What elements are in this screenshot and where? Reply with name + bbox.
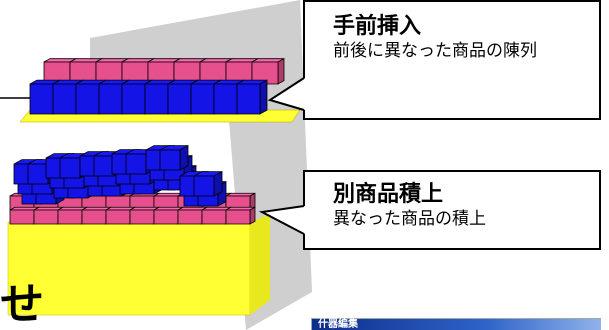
lower-pink-box bbox=[225, 206, 256, 225]
upper-back-box bbox=[251, 58, 285, 85]
lower-blue-box-front bbox=[93, 155, 115, 177]
lower-blue-products bbox=[13, 144, 227, 207]
lower-base-side bbox=[250, 214, 270, 315]
upper-front-box-front bbox=[236, 83, 261, 115]
callout-stack: 別商品積上 異なった商品の積上 bbox=[303, 170, 601, 250]
lower-blue-box-front bbox=[159, 149, 181, 171]
callout-stack-body: 異なった商品の積上 bbox=[333, 209, 486, 229]
lower-blue-box-front bbox=[59, 157, 81, 179]
callout-stack-title: 別商品積上 bbox=[333, 182, 444, 207]
page-edge-character: せ bbox=[0, 279, 44, 330]
dialog-title: 什器編集 bbox=[318, 319, 358, 330]
dialog-window-titlebar[interactable]: 什器編集 bbox=[311, 318, 601, 330]
lower-pink-box-front bbox=[225, 209, 251, 225]
upper-front-products bbox=[29, 79, 268, 115]
callout-front-insert: 手前挿入 前後に異なった商品の陳列 bbox=[303, 0, 601, 120]
upper-back-box-front bbox=[251, 61, 279, 85]
callout-stack-pointer bbox=[262, 206, 305, 234]
callout-front-title: 手前挿入 bbox=[333, 14, 422, 39]
lower-blue-box-front bbox=[125, 153, 147, 175]
upper-front-box bbox=[236, 79, 268, 115]
lower-pink-box bbox=[153, 206, 184, 225]
lower-blue-box bbox=[159, 144, 189, 171]
callout-stack-pointer-edge bbox=[258, 205, 305, 235]
upper-back-products bbox=[43, 58, 285, 85]
callout-front-body: 前後に異なった商品の陳列 bbox=[333, 41, 537, 61]
lower-blue-box bbox=[193, 170, 223, 197]
callout-front-pointer-edge bbox=[267, 77, 305, 111]
lower-blue-box-front bbox=[193, 175, 215, 197]
lower-blue-box-front bbox=[27, 163, 49, 185]
